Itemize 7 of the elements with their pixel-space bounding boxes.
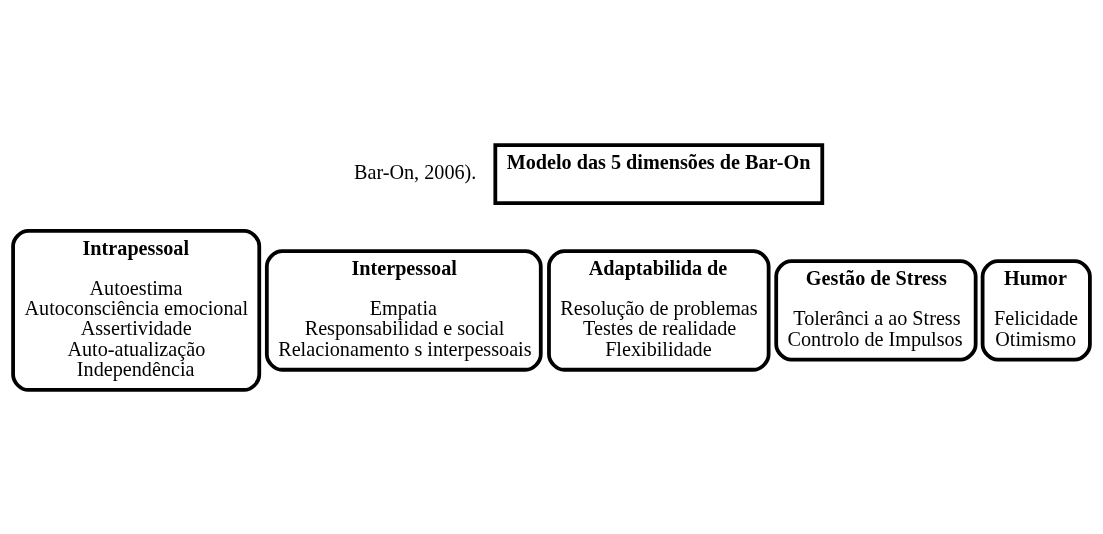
node-box: Adaptabilida de Resolução de problemas Testes de realidade Flexibilidade <box>547 248 771 372</box>
node-box: Intrapessoal Autoestima Autoconsciência emocional Assertividade Auto-atualização Independência <box>11 228 262 392</box>
label: Bar-On, 2006). <box>353 160 477 183</box>
node-box: Gestão de Stress Tolerânci a ao Stress Controlo de Impulsos <box>774 258 978 362</box>
node-box: Modelo das 5 dimensões de Bar-On <box>493 142 825 205</box>
node-box: Interpessoal Empatia Responsabilidad e social Relacionamento s interpessoais <box>264 248 543 372</box>
node-box: Humor Felicidade Otimismo <box>980 258 1092 362</box>
